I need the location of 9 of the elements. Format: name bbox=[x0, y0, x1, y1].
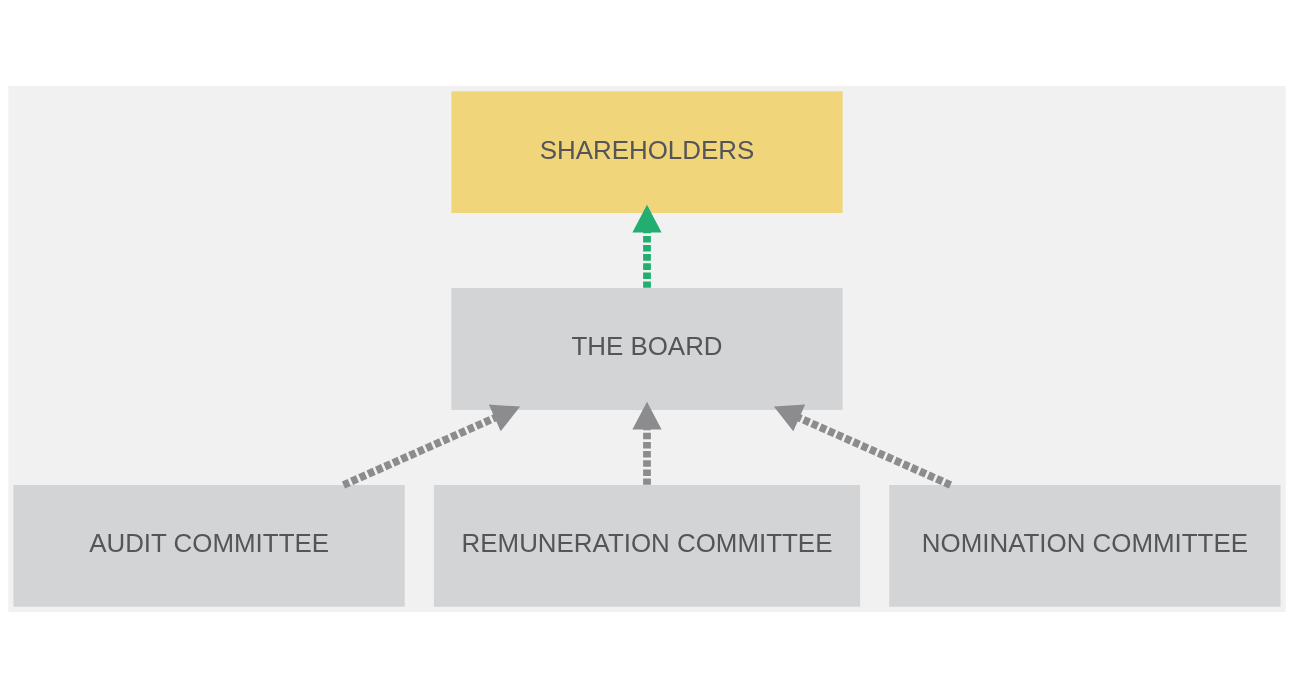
arrow bbox=[632, 401, 662, 485]
node-box: SHAREHOLDERS bbox=[451, 90, 843, 213]
node-box: NOMINATION COMMITTEE bbox=[889, 484, 1281, 607]
node-box: REMUNERATION COMMITTEE bbox=[433, 484, 861, 607]
arrow bbox=[773, 404, 953, 489]
arrow bbox=[341, 404, 521, 489]
node-box: THE BOARD bbox=[451, 287, 843, 410]
arrow bbox=[632, 204, 662, 288]
node-box: AUDIT COMMITTEE bbox=[13, 484, 405, 607]
